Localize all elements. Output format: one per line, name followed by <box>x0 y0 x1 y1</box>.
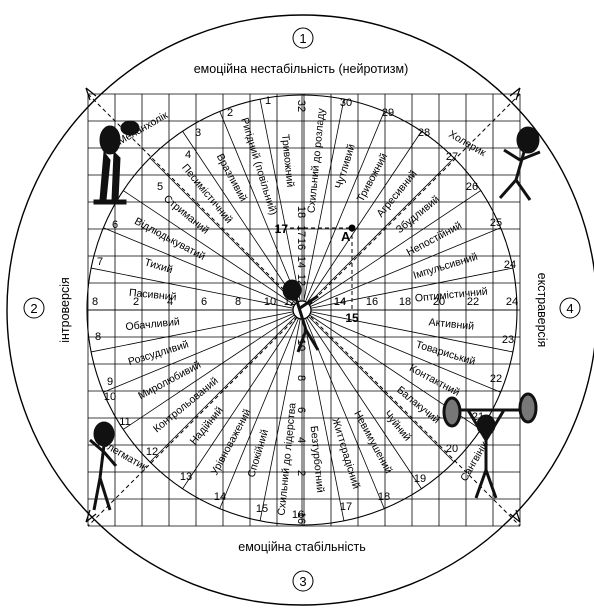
quadrant-2: 2 <box>24 298 44 318</box>
trait-label: Тривожний <box>279 134 296 188</box>
axis-x-tick: 24 <box>506 296 518 308</box>
caption-bottom: емоційна стабільність <box>238 540 365 554</box>
sector-number: 17 <box>340 501 352 513</box>
axis-x-tick: 18 <box>399 296 411 308</box>
sector-number: 27 <box>446 151 458 163</box>
sector-number: 4 <box>185 149 191 161</box>
svg-text:4: 4 <box>566 301 573 316</box>
sector-number: 19 <box>414 473 426 485</box>
trait-label: Спокійний <box>245 428 271 479</box>
axis-y-tick: 16 <box>295 238 307 250</box>
axis-y-tick: 8 <box>295 375 307 381</box>
trait-label: Ригідний (повільний) <box>238 116 279 216</box>
sector-number: 25 <box>490 217 502 229</box>
sector-number: 15 <box>256 503 268 515</box>
sector-number: 18 <box>378 491 390 503</box>
trait-label: Тихий <box>143 256 174 276</box>
sector-number: 3 <box>195 127 201 139</box>
svg-text:1: 1 <box>299 31 306 46</box>
trait-label: Чутливий <box>333 143 358 191</box>
svg-text:2: 2 <box>30 301 37 316</box>
trait-label: Контактний <box>407 362 462 399</box>
sector-number: 7 <box>97 256 103 268</box>
sector-number: 10 <box>104 391 116 403</box>
point-y-value: 17 <box>275 222 289 236</box>
axis-x-tick: 10 <box>264 296 276 308</box>
sector-number: 11 <box>119 416 130 428</box>
sector-number: 12 <box>146 446 158 458</box>
axis-y-tick: 14 <box>295 256 307 268</box>
trait-label: Обачливий <box>125 316 180 333</box>
sector-number: 20 <box>446 443 458 455</box>
sector-number: 28 <box>418 127 430 139</box>
axis-x-tick: 16 <box>366 296 378 308</box>
axis-x-tick: 14 <box>334 296 346 308</box>
caption-right: екстраверсія <box>535 273 549 348</box>
quadrant-3: 3 <box>293 571 313 591</box>
axis-x-tick: 8 <box>92 296 98 308</box>
trait-label: Життєрадісний <box>329 417 362 491</box>
sector-number: 2 <box>227 107 233 119</box>
trait-label: Вразливий <box>214 152 249 204</box>
caption-top: емоційна нестабільність (нейротизм) <box>194 62 409 76</box>
trait-label: Безтурботний <box>308 425 327 493</box>
sector-number: 9 <box>107 376 113 388</box>
sector-number: 26 <box>466 181 478 193</box>
sector-number: 14 <box>214 491 226 503</box>
melancholic-figure-icon <box>94 121 139 204</box>
sector-number: 8 <box>95 331 101 343</box>
sector-number: 29 <box>382 107 394 119</box>
quadrant-4: 4 <box>560 298 580 318</box>
svg-text:3: 3 <box>299 574 306 589</box>
sector-number: 22 <box>490 373 502 385</box>
trait-label: Надійний <box>188 404 226 447</box>
point-x-value: 15 <box>345 311 359 325</box>
trait-label: Чуйний <box>381 408 413 443</box>
point-a-label: A <box>341 229 351 244</box>
sector-number: 30 <box>340 97 352 109</box>
sector-number: 23 <box>502 334 514 346</box>
sector-number: 5 <box>157 181 163 193</box>
sector-number: 16 <box>292 509 304 521</box>
trait-label: Активний <box>428 316 475 332</box>
quadrant-1: 1 <box>293 28 313 48</box>
axis-y-tick: 17 <box>295 225 307 237</box>
sector-number: 24 <box>504 259 516 271</box>
phlegmatic-figure-icon <box>90 423 116 510</box>
sector-number: 1 <box>265 95 271 107</box>
sector-number: 6 <box>112 219 118 231</box>
axis-y-tick: 2 <box>295 470 307 476</box>
axis-y-tick: 32 <box>295 100 307 112</box>
axis-x-tick: 8 <box>235 296 241 308</box>
axis-y-tick: 4 <box>295 437 307 443</box>
trait-label: Збудливий <box>394 193 442 236</box>
axis-x-tick: 6 <box>201 296 207 308</box>
caption-left: інтроверсія <box>58 277 72 343</box>
sector-number: 13 <box>180 471 192 483</box>
